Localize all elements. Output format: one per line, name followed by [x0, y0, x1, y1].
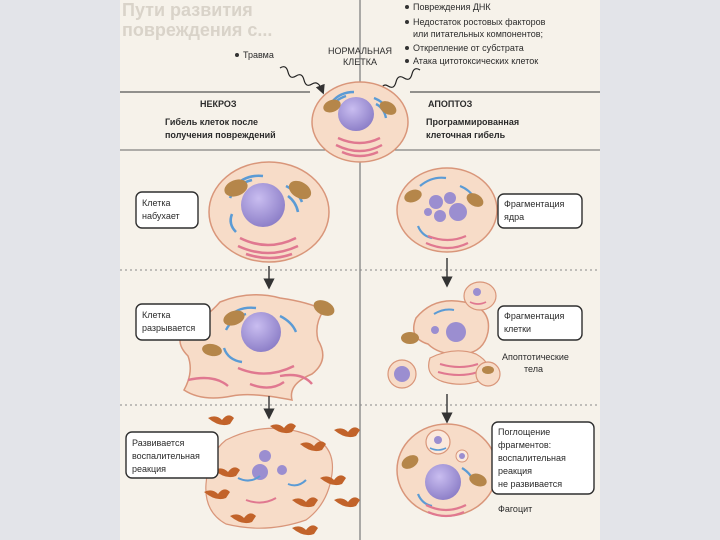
top-title-line2: повреждения с... — [122, 20, 272, 40]
necrosis-step3-line2: воспалительная — [132, 451, 200, 461]
apoptosis-subtitle-2: клеточная гибель — [426, 130, 506, 140]
top-title-line1: Пути развития — [122, 0, 253, 20]
cell-death-diagram: Пути развития повреждения с... Травма НО… — [120, 0, 600, 540]
cause-item: Открепление от субстрата — [413, 43, 524, 53]
necrosis-step1-line1: Клетка — [142, 198, 170, 208]
normal-cell — [311, 81, 409, 163]
apoptotic-bodies-label-1: Апоптотические — [502, 352, 569, 362]
bullet — [235, 53, 239, 57]
apoptosis-step3-line2: фрагментов: — [498, 440, 551, 450]
cause-trauma: Травма — [243, 50, 274, 60]
phagocyte — [396, 423, 498, 518]
necrosis-step3-line1: Развивается — [132, 438, 184, 448]
normal-cell-label-1: НОРМАЛЬНАЯ — [328, 46, 392, 56]
trauma-arrow — [279, 66, 325, 95]
callout-box — [497, 305, 583, 341]
callout-box — [125, 431, 219, 479]
cause-item: Недостаток ростовых факторов — [413, 17, 546, 27]
diagram-canvas: Пути развития повреждения с... Травма НО… — [120, 0, 600, 540]
apoptosis-cell-fragmentation — [387, 281, 501, 389]
apoptosis-step2-line1: Фрагментация — [504, 311, 565, 321]
apoptosis-step1-line1: Фрагментация — [504, 199, 565, 209]
apoptosis-step3-line3: воспалительная — [498, 453, 566, 463]
apoptosis-heading: АПОПТОЗ — [428, 99, 473, 109]
apoptosis-subtitle-1: Программированная — [426, 117, 519, 127]
normal-cell-label-2: КЛЕТКА — [343, 57, 377, 67]
necrosis-inflammation — [204, 415, 360, 536]
causes-arrow — [376, 68, 421, 99]
necrosis-heading: НЕКРОЗ — [200, 99, 237, 109]
callout-box — [135, 303, 211, 341]
cause-item: Повреждения ДНК — [413, 2, 491, 12]
cause-list: Повреждения ДНК Недостаток ростовых факт… — [405, 2, 546, 66]
apoptosis-step2-line2: клетки — [504, 324, 531, 334]
necrosis-subtitle-2: получения повреждений — [165, 130, 276, 140]
callout-box — [491, 421, 595, 495]
apoptosis-step3-line1: Поглощение — [498, 427, 550, 437]
necrosis-step3-line3: реакция — [132, 464, 166, 474]
phagocyte-label: Фагоцит — [498, 504, 532, 514]
cause-item: Атака цитотоксических клеток — [413, 56, 538, 66]
necrosis-step2-line1: Клетка — [142, 310, 170, 320]
apoptosis-nuclear-fragmentation-cell — [396, 167, 498, 253]
nucleus — [338, 97, 374, 131]
callout-box — [135, 191, 199, 229]
apoptosis-step1-line2: ядра — [504, 212, 524, 222]
necrosis-subtitle-1: Гибель клеток после — [165, 117, 258, 127]
necrosis-swollen-cell — [208, 161, 330, 263]
necrosis-step1-line2: набухает — [142, 211, 180, 221]
cause-item: или питательных компонентов; — [413, 29, 543, 39]
apoptosis-step3-line4: реакция — [498, 466, 532, 476]
apoptotic-bodies-label-2: тела — [524, 364, 543, 374]
apoptosis-step3-line5: не развивается — [498, 479, 562, 489]
callout-box — [497, 193, 583, 229]
necrosis-step2-line2: разрывается — [142, 323, 195, 333]
necrosis-ruptured-cell — [179, 294, 335, 401]
